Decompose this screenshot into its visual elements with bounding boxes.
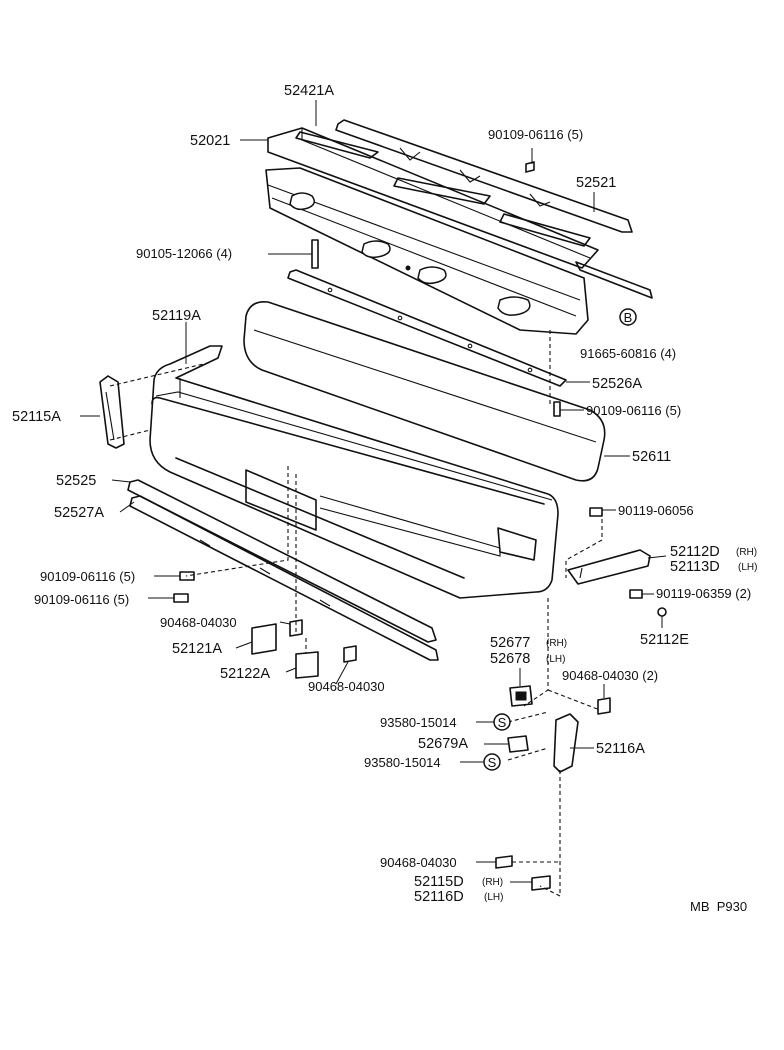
label-52611: 52611 — [632, 449, 671, 465]
label-52112D: 52112D — [670, 544, 720, 560]
part-52677-clip — [509, 685, 533, 707]
part-labels: 52421A 52021 90109-06116 (5) 52521 90105… — [12, 83, 757, 914]
part-52115A-side-bracket — [99, 375, 125, 449]
label-52678: 52678 — [490, 651, 530, 667]
label-93580-b: 93580-15014 — [364, 755, 441, 770]
part-52121A-bracket — [251, 619, 303, 655]
label-52115A: 52115A — [12, 409, 61, 425]
svg-text:B: B — [624, 310, 633, 325]
label-52112E: 52112E — [640, 632, 689, 648]
label-52521: 52521 — [576, 175, 616, 191]
part-52021-reinforcement — [265, 167, 589, 335]
label-90119-06056: 90119-06056 — [618, 503, 694, 518]
part-52122A-bracket — [295, 645, 357, 679]
part-52611-energy-absorber — [243, 300, 606, 482]
label-52526A: 52526A — [592, 376, 642, 392]
part-52421A-retainer-strip — [267, 127, 599, 269]
part-52527A-lower-spoiler — [127, 479, 439, 661]
label-52116D-side: (LH) — [484, 892, 503, 903]
label-90468-a: 90468-04030 — [160, 615, 237, 630]
bolt-b-symbol: B — [619, 308, 637, 326]
svg-text:S: S — [488, 755, 497, 770]
label-52115D: 52115D — [414, 874, 464, 890]
label-91665: 91665-60816 (4) — [580, 346, 676, 361]
part-52112D-side-extension — [567, 549, 651, 585]
part-52116A-side-bracket — [553, 713, 579, 773]
label-90468-c: 90468-04030 (2) — [562, 668, 658, 683]
leader-lines — [80, 100, 667, 883]
label-52113D: 52113D — [670, 559, 720, 575]
svg-text:S: S — [498, 715, 507, 730]
label-52113D-side: (LH) — [738, 562, 757, 573]
figure-code: MB P930 — [690, 899, 747, 914]
dashed-reference-lines — [109, 330, 603, 897]
label-90109-mid: 90109-06116 (5) — [586, 403, 681, 418]
label-90109-l1: 90109-06116 (5) — [40, 569, 135, 584]
label-90105: 90105-12066 (4) — [136, 246, 232, 261]
label-52115D-side: (RH) — [482, 877, 503, 888]
label-52116A: 52116A — [596, 741, 645, 757]
label-52677: 52677 — [490, 635, 530, 651]
label-52421A: 52421A — [284, 83, 334, 99]
label-90109-top: 90109-06116 (5) — [488, 127, 583, 142]
label-52677-side: (RH) — [546, 638, 567, 649]
label-52525: 52525 — [56, 473, 96, 489]
screw-s-symbol-lower: S — [483, 753, 501, 771]
fasteners — [173, 161, 667, 891]
label-52112D-side: (RH) — [736, 547, 757, 558]
label-93580-a: 93580-15014 — [380, 715, 457, 730]
label-90468-d: 90468-04030 — [380, 855, 457, 870]
label-52678-side: (LH) — [546, 654, 565, 665]
label-52021: 52021 — [190, 133, 230, 149]
screw-s-symbol-upper: S — [493, 713, 511, 731]
part-52521-upper-rail — [335, 119, 653, 299]
label-52121A: 52121A — [172, 641, 222, 657]
label-90109-l2: 90109-06116 (5) — [34, 592, 129, 607]
label-52116D: 52116D — [414, 889, 464, 905]
label-90119-06359: 90119-06359 (2) — [656, 586, 751, 601]
label-52122A: 52122A — [220, 666, 270, 682]
label-90468-b: 90468-04030 — [308, 679, 385, 694]
label-52119A: 52119A — [152, 308, 201, 324]
label-52679A: 52679A — [418, 736, 468, 752]
part-52526A-lower-strip — [287, 269, 567, 387]
label-52527A: 52527A — [54, 505, 104, 521]
part-52679A-clip — [507, 735, 529, 753]
part-52119A-bumper-cover — [149, 345, 559, 599]
